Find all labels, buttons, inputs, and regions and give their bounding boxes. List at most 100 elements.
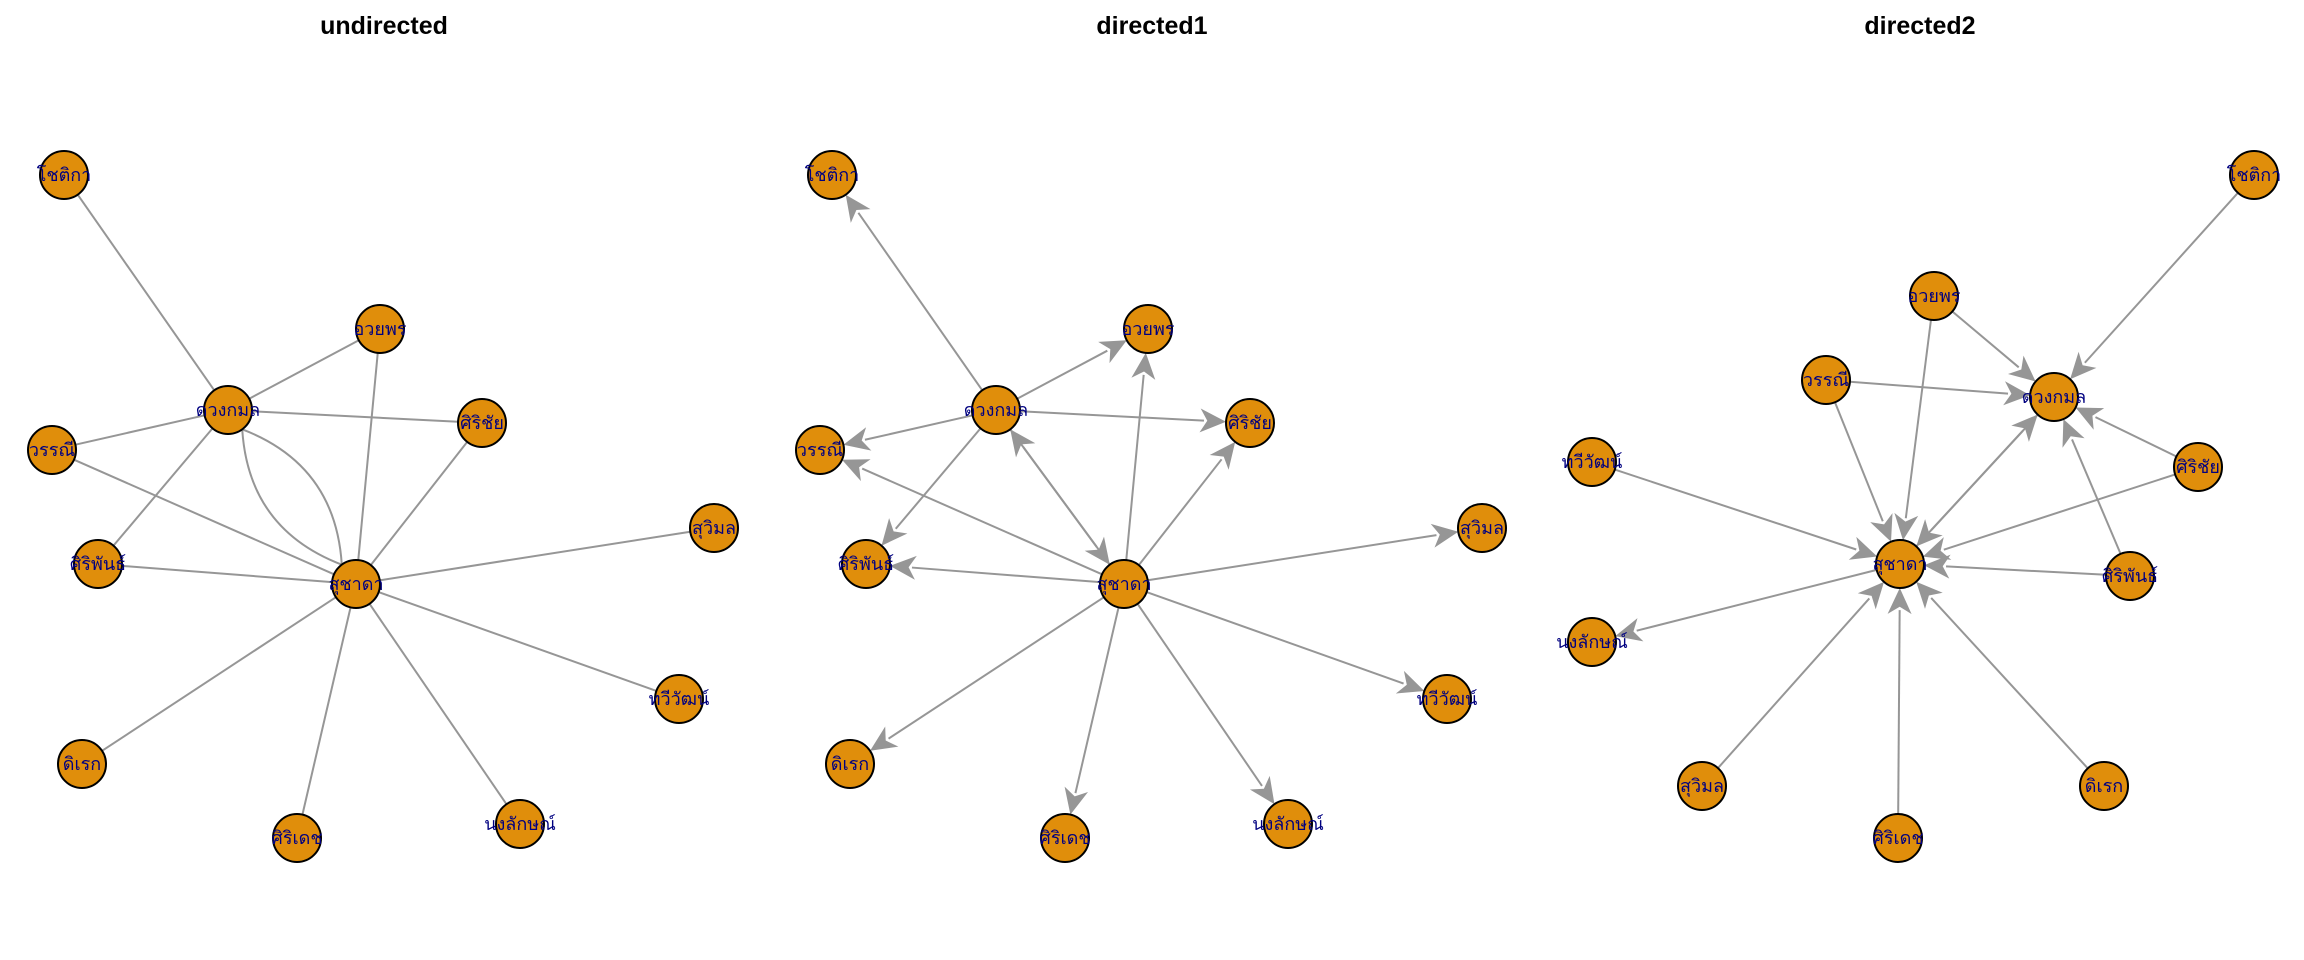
arrowhead-suwimon-to-suchada: [1857, 581, 1884, 610]
arrowhead-suchada-to-sirichai: [1209, 441, 1236, 470]
node-circle-suwimon: [689, 503, 739, 553]
node-direk: ดิเรก: [2079, 761, 2129, 811]
edge-suchada-to-sirichai: [1138, 458, 1223, 566]
node-suchada: สุชาดา: [328, 559, 384, 609]
edge-suchada-to-siridet: [1074, 607, 1120, 794]
node-circle-thaweewat: [1422, 674, 1472, 724]
node-circle-chotika: [39, 150, 89, 200]
arrowhead-siriphan-to-duangkamon: [2062, 419, 2085, 448]
node-thaweewat: ทวีวัฒน์: [649, 674, 710, 724]
node-suchada: สุชาดา: [1872, 539, 1928, 589]
edge-duangkamon-to-aoyphon: [1016, 349, 1108, 400]
node-label-sirichai: ศิริชัย: [460, 413, 504, 434]
edge-suchada-direk: [101, 596, 337, 752]
node-label-direk: ดิเรก: [831, 754, 869, 775]
node-label-duangkamon: ดวงกมล: [196, 400, 260, 421]
node-nuanlak: นงลักษณ์: [1556, 617, 1628, 667]
edge-suchada-sirichai: [370, 441, 468, 566]
panel-directed2: directed2 โชติกาอวยพรดวงกมลศิริชัยวรรณีท…: [1556, 12, 2281, 863]
node-duangkamon: ดวงกมล: [196, 385, 260, 435]
node-siriphan: ศิริพันธ์: [2102, 551, 2158, 601]
node-sirichai: ศิริชัย: [1225, 398, 1275, 448]
node-circle-suwimon: [1677, 761, 1727, 811]
edge-suchada-nuanlak: [368, 603, 508, 805]
node-label-wannee: วรรณี: [29, 440, 75, 461]
edge-suchada-siridet: [301, 607, 352, 815]
node-suwimon: สุวิมล: [1457, 503, 1507, 553]
edge-duangkamon-to-suchada: [1930, 413, 2039, 531]
node-label-thaweewat: ทวีวัฒน์: [1562, 452, 1623, 473]
node-circle-direk: [57, 739, 107, 789]
edge-duangkamon-to-wannee: [864, 414, 973, 441]
arrowhead-suchada-to-thaweewat: [1395, 670, 1425, 694]
edge-layer-directed2: [1614, 192, 2239, 815]
node-label-siridet: ศิริเดช: [1039, 828, 1090, 849]
edge-aoyphon-to-suchada: [1904, 319, 1932, 519]
edge-layer-directed1: [842, 194, 1459, 815]
panel-undirected: undirected โชติกาอวยพรดวงกมลศิริชัยวรรณี…: [27, 12, 739, 863]
node-aoyphon: อวยพร: [1122, 304, 1175, 354]
edge-duangkamon-to-siriphan: [894, 427, 982, 530]
edge-siridet-to-suchada: [1897, 610, 1901, 815]
node-label-sirichai: ศิริชัย: [1228, 413, 1272, 434]
node-circle-suchada: [1099, 559, 1149, 609]
arrowhead-wannee-to-duangkamon: [2003, 381, 2031, 406]
node-nuanlak: นงลักษณ์: [1252, 799, 1324, 849]
arrowhead-duangkamon-to-wannee: [843, 427, 872, 451]
edge-suchada-to-duangkamon: [1022, 446, 1111, 566]
node-aoyphon: อวยพร: [354, 304, 407, 354]
node-siridet: ศิริเดช: [1872, 813, 1924, 863]
arrowhead-wannee-to-suchada: [1870, 513, 1893, 542]
node-siriphan: ศิริพันธ์: [838, 539, 894, 589]
arrowhead-chotika-to-duangkamon: [2070, 351, 2097, 380]
edge-wannee-to-duangkamon: [1849, 380, 2009, 395]
node-label-aoyphon: อวยพร: [354, 319, 407, 340]
edge-duangkamon-siriphan: [112, 427, 214, 547]
node-layer-directed2: โชติกาอวยพรดวงกมลศิริชัยวรรณีทวีวัฒน์สุช…: [1556, 150, 2281, 863]
arrowhead-duangkamon-to-siriphan: [881, 518, 908, 546]
node-label-suchada: สุชาดา: [1872, 554, 1927, 575]
edge-suchada-to-nuanlak: [1136, 603, 1263, 787]
arrowhead-thaweewat-to-suchada: [1848, 536, 1878, 560]
arrowhead-suchada-to-nuanlak: [1249, 775, 1275, 805]
node-label-direk: ดิเรก: [2085, 776, 2123, 797]
edge-suwimon-to-suchada: [1717, 597, 1871, 769]
arrowhead-suchada-to-wannee: [842, 459, 871, 482]
node-label-wannee: วรรณี: [797, 440, 843, 461]
node-label-duangkamon: ดวงกมล: [2022, 387, 2086, 408]
node-duangkamon: ดวงกมล: [964, 385, 1028, 435]
edge-sirichai-to-duangkamon: [2095, 416, 2177, 458]
arrowhead-duangkamon-to-chotika: [845, 194, 871, 223]
edge-duangkamon-wannee: [75, 414, 205, 446]
node-circle-wannee: [27, 425, 77, 475]
arrowhead-duangkamon-to-suchada: [1916, 519, 1943, 547]
node-circle-direk: [2079, 761, 2129, 811]
panel-title-directed2: directed2: [1864, 12, 1975, 40]
node-label-suwimon: สุวิมล: [1680, 776, 1724, 797]
node-sirichai: ศิริชัย: [457, 398, 507, 448]
node-circle-nuanlak: [1567, 617, 1617, 667]
node-circle-sirichai: [1225, 398, 1275, 448]
edge-duangkamon-to-chotika: [857, 212, 984, 391]
node-circle-suchada: [1875, 539, 1925, 589]
arrowhead-siridet-to-suchada: [1887, 588, 1912, 615]
node-label-thaweewat: ทวีวัฒน์: [1417, 689, 1478, 710]
node-label-siridet: ศิริเดช: [1872, 828, 1923, 849]
edge-duangkamon-sirichai: [251, 410, 459, 423]
node-circle-thaweewat: [654, 674, 704, 724]
edge-direk-to-suchada: [1930, 597, 2089, 770]
edge-aoyphon-to-duangkamon: [1951, 310, 2020, 369]
edge-suchada-to-siriphan: [911, 566, 1101, 584]
node-circle-siriphan: [73, 539, 123, 589]
node-label-duangkamon: ดวงกมล: [964, 400, 1028, 421]
node-label-aoyphon: อวยพร: [1908, 286, 1961, 307]
node-label-chotika: โชติกา: [805, 164, 860, 186]
edge-suchada-duangkamon: [241, 429, 343, 566]
edge-siriphan-to-suchada: [1945, 565, 2107, 576]
arrowhead-duangkamon-to-sirichai: [1199, 408, 1226, 433]
node-chotika: โชติกา: [37, 150, 91, 200]
node-direk: ดิเรก: [57, 739, 107, 789]
edge-chotika-to-duangkamon: [2084, 192, 2239, 364]
panel-title-directed1: directed1: [1096, 12, 1207, 40]
edge-duangkamon-suchada: [241, 428, 343, 565]
